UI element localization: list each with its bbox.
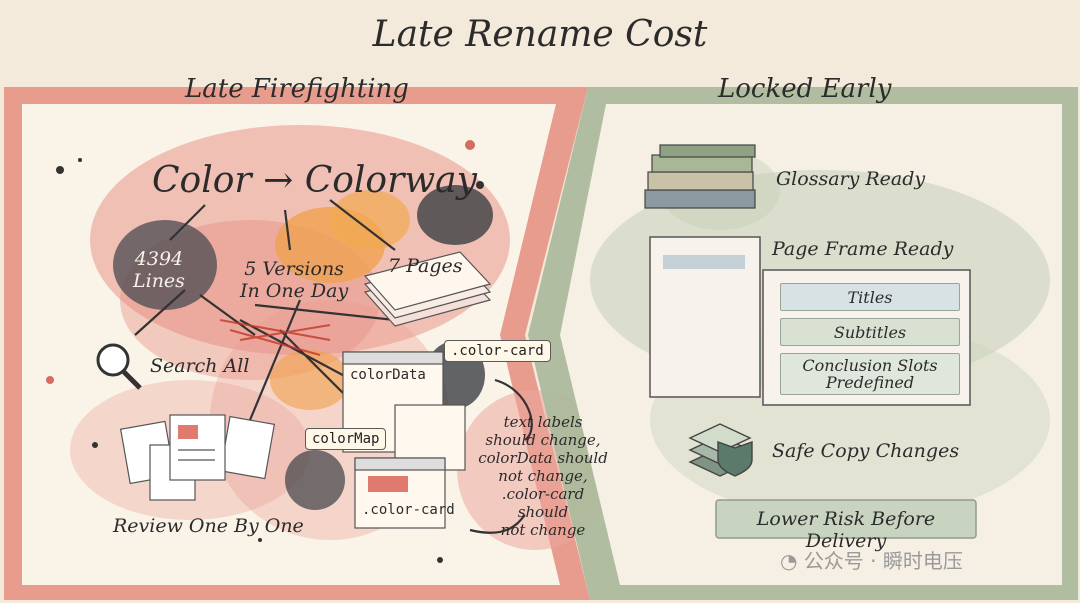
versions-label: 5 Versions In One Day: [240, 258, 348, 302]
lines-count: 4394: [134, 248, 184, 270]
page-frame-label: Page Frame Ready: [772, 238, 954, 260]
rename-label: Color → Colorway: [152, 160, 477, 201]
risk-label: Lower Risk Before Delivery: [756, 508, 936, 552]
note-line: should change,: [485, 431, 601, 449]
versions-line-1: 5 Versions: [244, 258, 344, 280]
search-all-label: Search All: [150, 355, 250, 377]
watermark-text: 公众号 · 瞬时电压: [803, 549, 963, 573]
code-tag-colormap: colorMap: [305, 428, 387, 450]
pages-label: 7 Pages: [388, 255, 463, 277]
note-text: text labels should change, colorData sho…: [478, 413, 608, 539]
note-line: colorData should: [478, 449, 608, 467]
magnifier-icon: [96, 343, 142, 390]
rename-arrow: →: [263, 160, 294, 201]
lines-count-label: 4394 Lines: [133, 248, 185, 292]
books-icon: [644, 144, 756, 209]
pages-stack-icon: [363, 251, 492, 327]
code-colordata: colorData: [350, 367, 426, 383]
safe-copy-label: Safe Copy Changes: [772, 440, 960, 462]
layers-shield-icon: [688, 423, 753, 477]
page-title: Late Rename Cost: [372, 14, 708, 55]
note-line: .color-card should: [501, 485, 585, 521]
code-tag-color-card-top: .color-card: [444, 340, 551, 362]
wechat-icon: ◔: [780, 549, 798, 573]
right-heading: Locked Early: [718, 74, 892, 104]
versions-line-2: In One Day: [240, 280, 349, 302]
note-line: not change: [500, 521, 586, 539]
lines-label: Lines: [133, 270, 185, 292]
slot-titles: Titles: [780, 283, 960, 311]
code-color-card-bottom: .color-card: [362, 502, 455, 518]
risk-banner-bg: [715, 499, 977, 539]
slot-subtitles: Subtitles: [780, 318, 960, 346]
watermark: ◔ 公众号 · 瞬时电压: [780, 545, 963, 574]
review-label: Review One By One: [113, 515, 304, 537]
glossary-label: Glossary Ready: [776, 168, 926, 190]
slot-conclusion: Conclusion Slots Predefined: [780, 353, 960, 395]
rename-from: Color: [152, 160, 252, 201]
note-line: text labels: [503, 413, 583, 431]
left-heading: Late Firefighting: [185, 74, 409, 104]
note-line: not change,: [498, 467, 588, 485]
rename-to: Colorway: [304, 160, 477, 201]
documents-pile-icon: [119, 414, 276, 501]
